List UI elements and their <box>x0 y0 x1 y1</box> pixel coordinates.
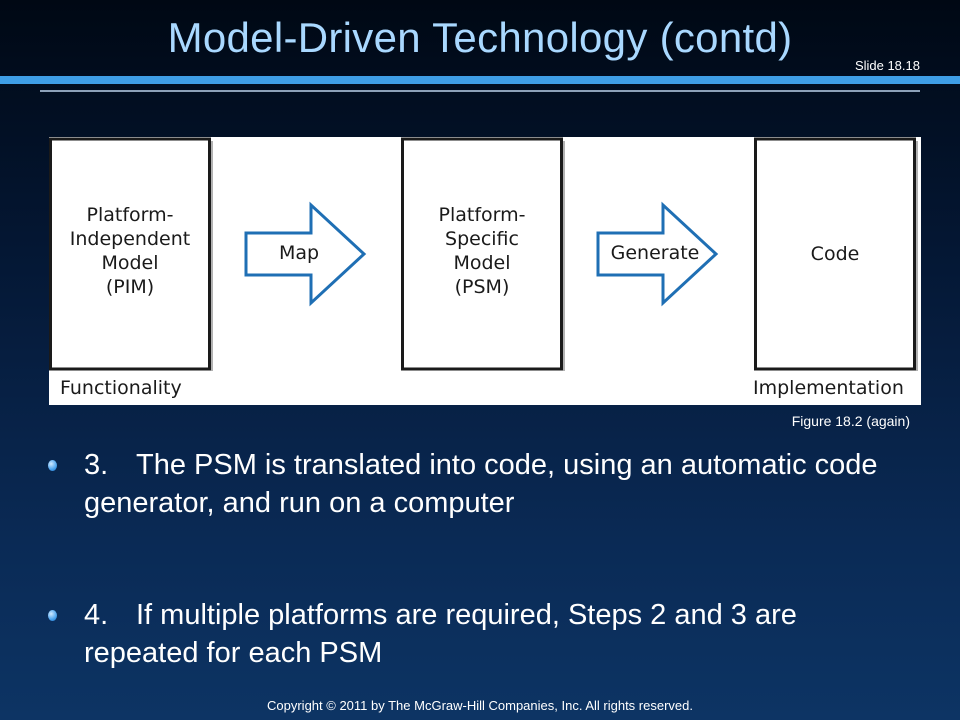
slide-number: Slide 18.18 <box>854 58 920 73</box>
bullet-item: 3. The PSM is translated into code, usin… <box>48 446 918 526</box>
bullet-item: 4. If multiple platforms are required, S… <box>48 596 918 676</box>
bullet-text: The PSM is translated into code, using a… <box>84 449 878 519</box>
mda-figure: Platform- Independent Model (PIM) Platfo… <box>49 137 921 405</box>
title-thin-rule <box>40 90 920 92</box>
figure-drawing <box>49 137 918 371</box>
copyright-footer: Copyright © 2011 by The McGraw-Hill Comp… <box>267 698 693 713</box>
title-rule <box>0 76 960 84</box>
slide-title: Model-Driven Technology (contd) <box>167 14 793 61</box>
psm-box <box>401 137 563 371</box>
map-arrow-label: Map <box>278 242 320 264</box>
generate-arrow-label: Generate <box>610 242 700 264</box>
map-arrow <box>244 201 367 307</box>
psm-label: Platform- Specific Model (PSM) <box>438 204 526 298</box>
bullet-text: If multiple platforms are required, Step… <box>84 599 797 669</box>
pim-label: Platform- Independent Model (PIM) <box>69 204 191 298</box>
bullet-dot-icon <box>48 460 57 471</box>
implementation-label: Implementation <box>753 377 904 399</box>
functionality-label: Functionality <box>60 377 182 399</box>
bullet-number: 4. <box>84 599 109 631</box>
pim-box <box>49 137 211 371</box>
code-label: Code <box>810 243 860 265</box>
bullet-dot-icon <box>48 610 57 621</box>
code-box <box>754 137 916 371</box>
figure-caption: Figure 18.2 (again) <box>791 413 910 429</box>
bullet-number: 3. <box>84 449 109 481</box>
generate-arrow <box>596 201 719 307</box>
